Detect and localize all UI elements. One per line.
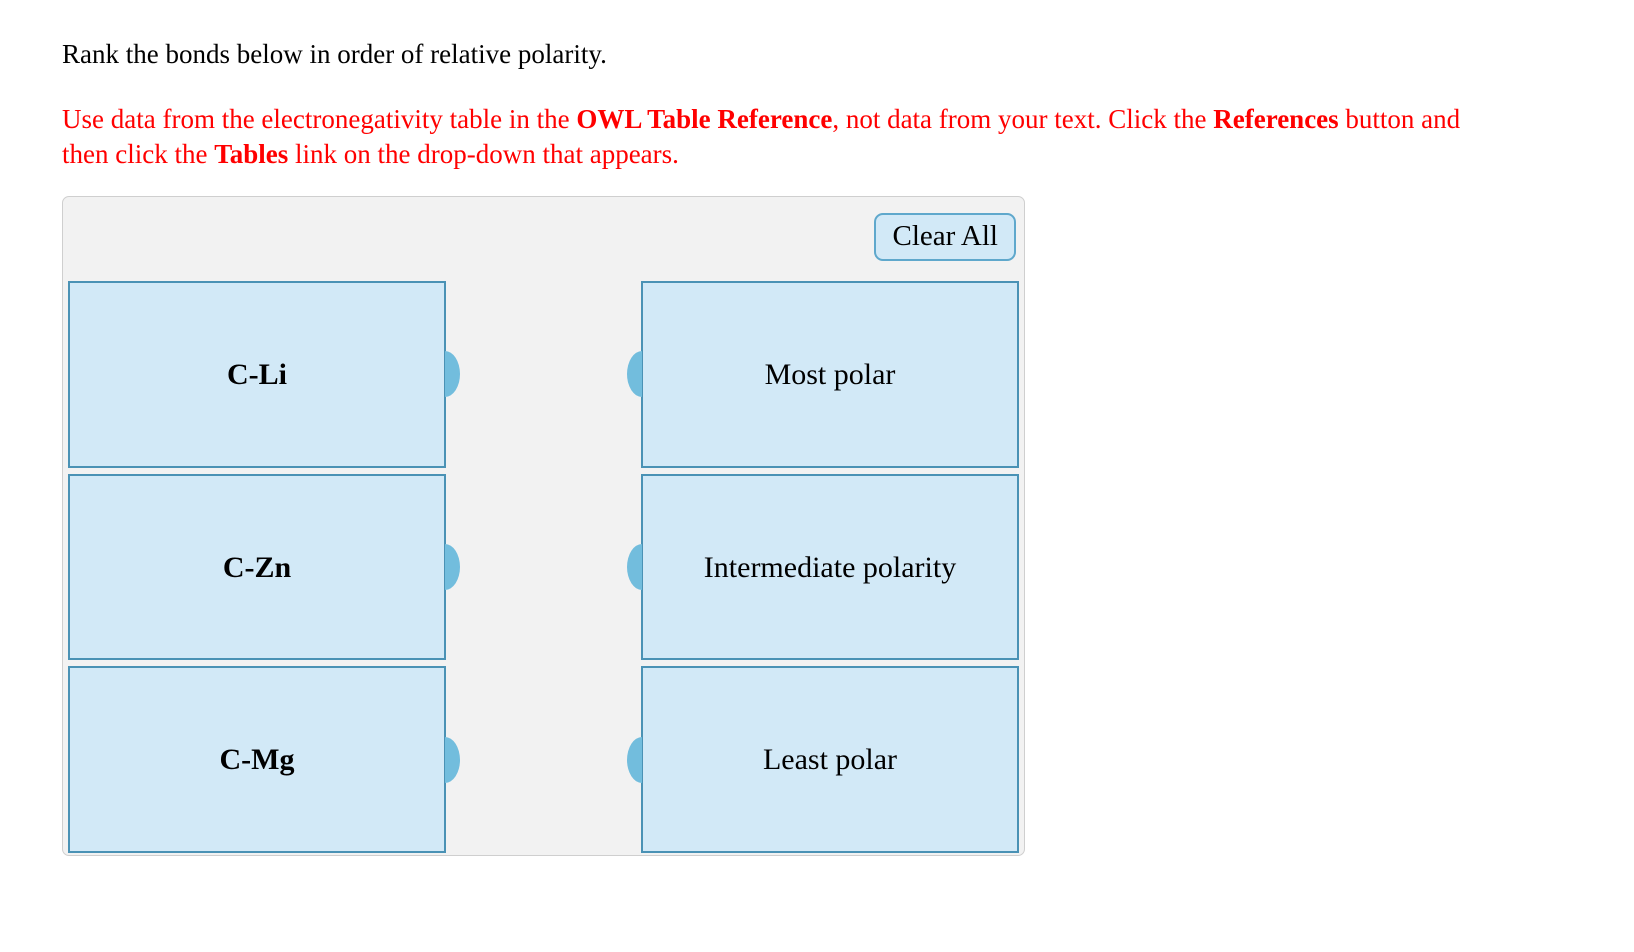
connector-nub-icon[interactable] (445, 351, 460, 398)
instruction-bold-owl-table-reference: OWL Table Reference (576, 104, 833, 134)
connector-nub-icon[interactable] (627, 736, 642, 783)
instruction-bold-references: References (1213, 104, 1339, 134)
bond-tile-c-zn[interactable]: C-Zn (68, 473, 460, 661)
polarity-target-most-polar[interactable]: Most polar (627, 281, 1019, 468)
connector-nub-icon[interactable] (445, 736, 460, 783)
connector-nub-icon[interactable] (627, 351, 642, 398)
ranking-columns: C-Li C-Zn C-Mg Most polar (63, 281, 1024, 854)
polarity-target-intermediate-polarity[interactable]: Intermediate polarity (627, 473, 1019, 661)
clear-all-button[interactable]: Clear All (874, 212, 1016, 262)
panel-toolbar: Clear All (874, 206, 1016, 268)
polarity-column: Most polar Intermediate polarity Least p… (627, 281, 1019, 854)
instruction-part-2: , not data from your text. Click the (832, 104, 1214, 134)
bond-tile-label: C-Zn (222, 550, 292, 584)
polarity-target-label: Intermediate polarity (703, 550, 957, 584)
polarity-target-least-polar[interactable]: Least polar (627, 666, 1019, 854)
instruction-text: Use data from the electronegativity tabl… (62, 102, 1512, 171)
bond-tile-c-mg[interactable]: C-Mg (68, 666, 460, 854)
instruction-part-4: link on the drop-down that appears. (288, 138, 679, 169)
connector-nub-icon[interactable] (445, 544, 460, 590)
ranking-panel: Clear All C-Li C-Zn C-Mg (62, 196, 1025, 856)
polarity-target-label: Least polar (762, 743, 898, 777)
instruction-part-1: Use data from the electronegativity tabl… (62, 104, 577, 134)
bond-column: C-Li C-Zn C-Mg (68, 281, 460, 854)
polarity-target-label: Most polar (764, 357, 896, 391)
instruction-part-3: button and then click the (62, 104, 1461, 169)
bond-tile-c-li[interactable]: C-Li (68, 281, 460, 468)
bond-tile-label: C-Mg (219, 743, 295, 777)
question-prompt: Rank the bonds below in order of relativ… (62, 39, 607, 69)
bond-tile-label: C-Li (227, 357, 287, 391)
instruction-bold-tables: Tables (214, 138, 289, 169)
connector-nub-icon[interactable] (627, 544, 642, 590)
